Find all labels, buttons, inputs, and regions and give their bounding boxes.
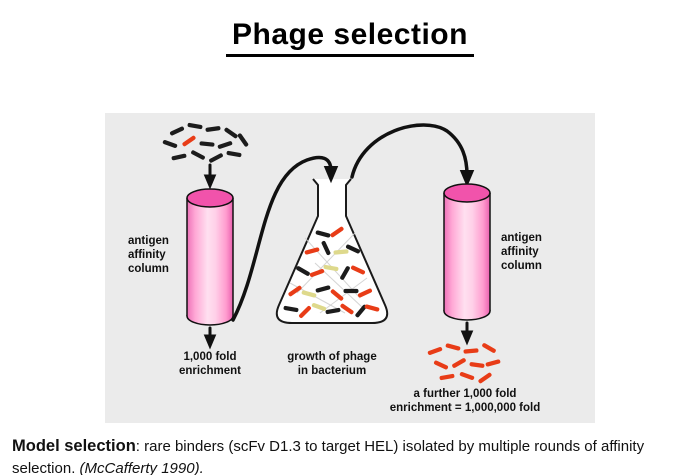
caption-body: : rare binders (scFv D1.3 to target HEL)… — [12, 438, 645, 475]
phage-rod-yellow — [301, 290, 317, 298]
phage-rod-black — [355, 304, 367, 318]
left-column-cap — [186, 188, 234, 208]
phage-rod-yellow — [333, 249, 349, 255]
phage-rod-yellow — [323, 264, 339, 272]
input-phage-cluster — [162, 122, 249, 163]
output-phage-cluster — [427, 343, 501, 384]
flask-to-column-arrow — [350, 123, 475, 188]
diagram-svg: antigen affinity column 1,000 fold enric… — [128, 122, 542, 414]
right-column-label-line-2: affinity — [501, 246, 539, 258]
right-result-line-2: enrichment = 1,000,000 fold — [390, 402, 541, 414]
phage-rod-red — [485, 359, 501, 367]
phage-rod-red — [427, 347, 443, 355]
erlenmeyer-flask — [275, 178, 389, 324]
phage-rod-black — [199, 141, 215, 147]
phage-rod-black — [209, 153, 223, 163]
phage-rod-black — [217, 141, 233, 149]
flask-phage-cluster — [283, 226, 380, 318]
phage-rod-black — [169, 126, 185, 136]
left-column-body — [187, 198, 233, 316]
right-column-label-line-3: column — [501, 260, 542, 272]
phage-rod-red — [364, 304, 380, 312]
caption-citation: (McCafferty 1990). — [79, 460, 204, 475]
phage-rod-red — [288, 285, 302, 297]
phage-rod-black — [325, 307, 341, 315]
phage-rod-black — [345, 244, 361, 254]
phage-rod-red — [459, 372, 475, 380]
phage-rod-red — [433, 360, 449, 370]
phage-rod-red — [340, 303, 354, 315]
left-column-label-line-2: affinity — [128, 249, 166, 261]
left-affinity-column — [186, 188, 234, 326]
caption: Model selection: rare binders (scFv D1.3… — [12, 435, 688, 475]
phage-rod-red — [439, 373, 455, 381]
phage-rod-black — [237, 133, 249, 147]
phage-rod-black — [296, 266, 310, 276]
title-wrap: Phage selection — [0, 18, 700, 57]
phage-rod-red — [469, 362, 485, 368]
phage-rod-black — [224, 127, 238, 139]
right-affinity-column — [443, 183, 491, 321]
right-column-cap — [443, 183, 491, 203]
left-column-label-line-1: antigen — [128, 235, 169, 247]
right-column-label-line-1: antigen — [501, 232, 542, 244]
phage-rod-yellow — [311, 303, 327, 311]
phage-rod-black — [162, 140, 178, 148]
phage-rod-black — [191, 150, 205, 160]
phage-rod-black — [321, 240, 331, 256]
phage-rod-red — [357, 288, 373, 298]
flask-label-line-1: growth of phage — [287, 351, 376, 363]
flask-label-line-2: in bacterium — [298, 365, 366, 377]
page-title: Phage selection — [226, 18, 474, 57]
phage-rod-red — [309, 269, 325, 277]
right-column-body — [444, 193, 490, 311]
phage-rod-black — [171, 153, 187, 161]
right-result-line-1: a further 1,000 fold — [414, 388, 517, 400]
phage-rod-black — [187, 122, 203, 130]
phage-rod-red — [182, 135, 196, 147]
left-column-label-line-3: column — [128, 263, 169, 275]
phage-rod-black — [315, 230, 331, 238]
phage-rod-red — [463, 348, 479, 354]
phage-rod-red — [452, 358, 466, 368]
diagram-panel: antigen affinity column 1,000 fold enric… — [105, 113, 595, 423]
flask-outline — [275, 178, 389, 324]
phage-rod-red — [299, 306, 311, 318]
phage-rod-black — [205, 126, 221, 132]
phage-rod-black — [340, 266, 350, 280]
phage-rod-red — [330, 289, 344, 301]
phage-rod-black — [226, 150, 242, 158]
phage-rod-red — [482, 343, 496, 353]
phage-rod-red — [445, 343, 461, 351]
phage-rod-red — [330, 226, 344, 238]
phage-rod-red — [478, 372, 492, 384]
slide: Phage selection — [0, 18, 700, 475]
left-result-line-1: 1,000 fold — [183, 351, 236, 363]
phage-rod-black — [315, 285, 331, 293]
phage-rod-black — [283, 305, 299, 313]
phage-rod-red — [350, 265, 366, 275]
phage-rod-red — [304, 247, 320, 255]
caption-lead: Model selection — [12, 437, 136, 455]
phage-rod-black — [343, 288, 359, 294]
left-result-line-2: enrichment — [179, 365, 241, 377]
column-to-flask-arrow — [231, 155, 339, 322]
